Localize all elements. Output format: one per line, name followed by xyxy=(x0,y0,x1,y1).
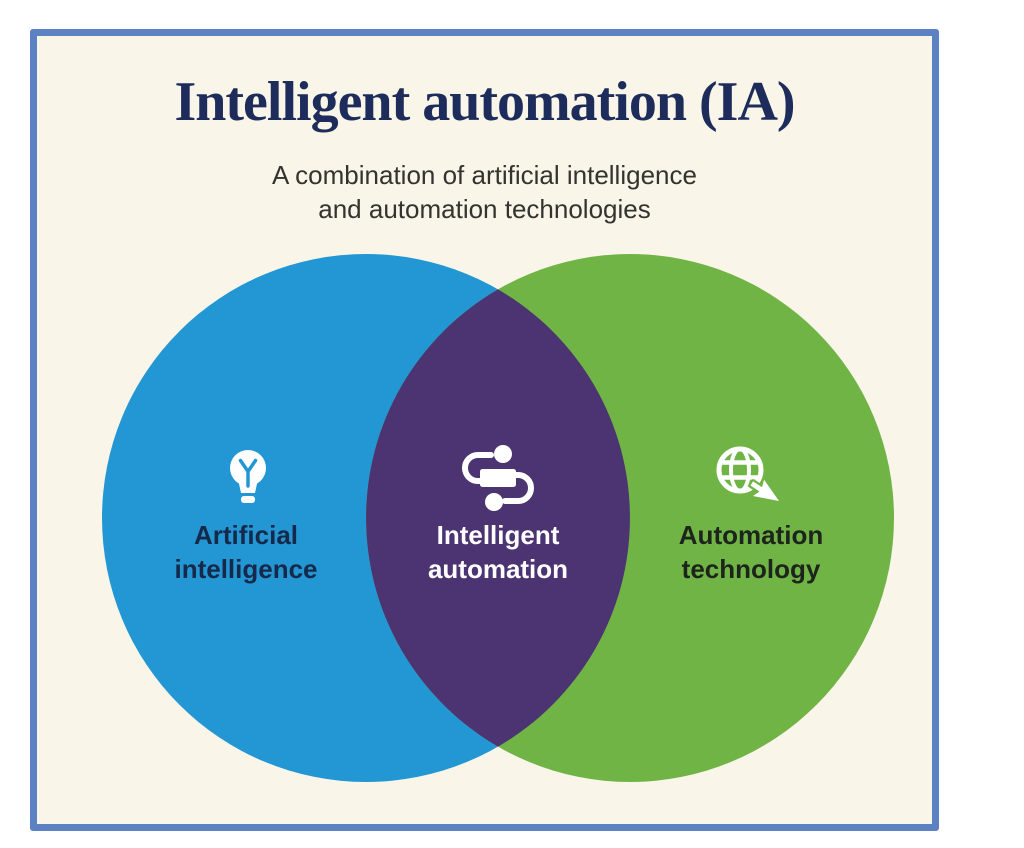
at-label-line-1: Automation xyxy=(678,520,824,550)
automation-technology-label: Automation technology xyxy=(621,518,881,586)
workflow-connector-left xyxy=(462,452,494,484)
diagram-subtitle: A combination of artificial intelligence… xyxy=(30,158,939,226)
intelligent-automation-label: Intelligent automation xyxy=(368,518,628,586)
workflow-automation-icon xyxy=(462,445,534,511)
ia-label-line-1: Intelligent xyxy=(436,520,560,550)
diagram-title: Intelligent automation (IA) xyxy=(174,71,795,133)
cursor-arrow xyxy=(748,477,782,504)
subtitle-line-1: A combination of artificial intelligence xyxy=(272,160,697,190)
artificial-intelligence-label: Artificial intelligence xyxy=(116,518,376,586)
bulb-base xyxy=(241,496,255,503)
workflow-node-bottom xyxy=(485,493,503,511)
workflow-process-box xyxy=(480,469,516,487)
ai-label-line-2: intelligence xyxy=(174,554,318,584)
ia-label-line-2: automation xyxy=(427,554,569,584)
subtitle-line-2: and automation technologies xyxy=(318,194,651,224)
globe-cursor-icon xyxy=(716,446,782,504)
bulb-filament xyxy=(238,458,258,488)
lightbulb-icon xyxy=(230,450,266,503)
globe-meridian xyxy=(729,447,751,493)
workflow-connector-right xyxy=(502,472,534,504)
overlap-lens xyxy=(366,289,630,747)
bulb-glass xyxy=(230,450,266,486)
ai-label-line-1: Artificial xyxy=(193,520,299,550)
at-label-line-2: technology xyxy=(681,554,821,584)
workflow-node-top xyxy=(494,445,512,463)
